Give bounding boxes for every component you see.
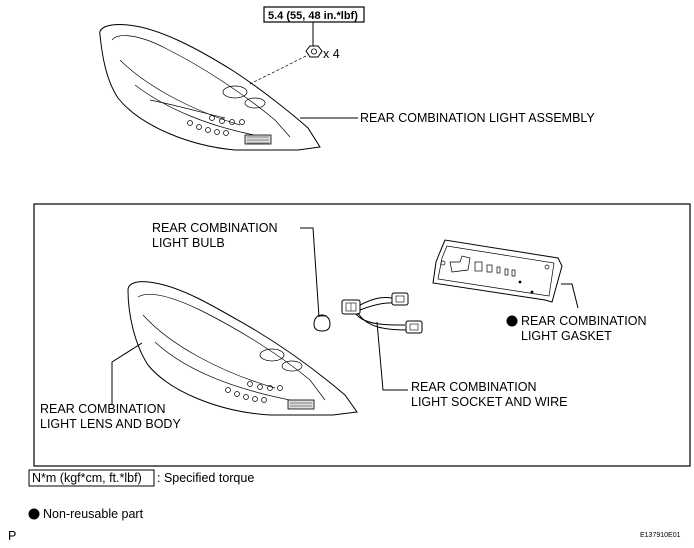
bulb-label-line2: LIGHT BULB bbox=[152, 236, 225, 250]
gasket-label-line1: REAR COMBINATION bbox=[521, 314, 646, 328]
bulb-leader bbox=[300, 227, 320, 318]
non-reusable-description: Non-reusable part bbox=[43, 507, 144, 521]
legend: N*m (kgf*cm, ft.*lbf) : Specified torque… bbox=[28, 469, 254, 521]
torque-unit-box bbox=[28, 469, 155, 487]
lens-label-line2: LIGHT LENS AND BODY bbox=[40, 417, 181, 431]
bulb-drawing bbox=[313, 314, 331, 332]
reflector bbox=[244, 134, 272, 145]
gasket-leader bbox=[561, 283, 579, 309]
assembly-label: REAR COMBINATION LIGHT ASSEMBLY bbox=[360, 111, 595, 125]
socket-leader bbox=[376, 321, 408, 391]
torque-description: : Specified torque bbox=[157, 471, 254, 485]
torque-callout: 5.4 (55, 48 in.*lbf) x 4 bbox=[249, 6, 365, 85]
non-reusable-legend-dot-icon bbox=[28, 508, 40, 520]
led-pattern bbox=[187, 115, 245, 136]
lens-and-body-drawing bbox=[127, 281, 358, 416]
nut-dashed-line bbox=[249, 55, 307, 85]
torque-box bbox=[263, 6, 365, 23]
socket-label-line1: REAR COMBINATION bbox=[411, 380, 536, 394]
gasket-drawing bbox=[432, 239, 563, 303]
led-pattern-lower bbox=[225, 381, 283, 403]
figure-id: E137910E01 bbox=[640, 532, 681, 539]
lens-label-line1: REAR COMBINATION bbox=[40, 402, 165, 416]
gasket-label-line2: LIGHT GASKET bbox=[521, 329, 612, 343]
exploded-view-frame bbox=[33, 203, 691, 467]
lens-leader bbox=[111, 342, 143, 404]
non-reusable-dot-icon bbox=[506, 315, 518, 327]
nut-icon bbox=[305, 45, 323, 58]
footer-left-code: P bbox=[8, 529, 16, 543]
nut-quantity: x 4 bbox=[323, 47, 340, 61]
torque-unit: N*m (kgf*cm, ft.*lbf) bbox=[32, 471, 142, 485]
socket-label-line2: LIGHT SOCKET AND WIRE bbox=[411, 395, 568, 409]
rear-combination-light-assembly-drawing bbox=[99, 24, 321, 151]
bulb-label-line1: REAR COMBINATION bbox=[152, 221, 277, 235]
socket-and-wire-drawing bbox=[341, 292, 423, 334]
torque-value: 5.4 (55, 48 in.*lbf) bbox=[268, 10, 358, 22]
